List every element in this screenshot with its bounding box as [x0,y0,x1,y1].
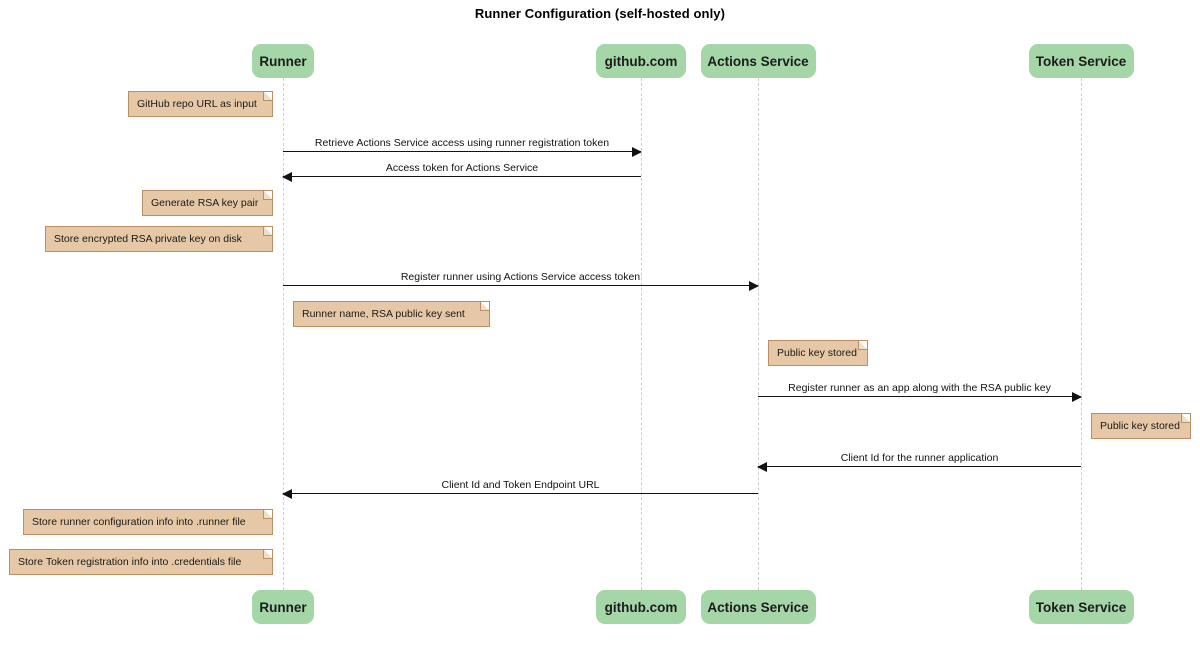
arrowhead-right-icon [1072,392,1082,402]
note-store-private: Store encrypted RSA private key on disk [45,226,273,252]
participant-label: Actions Service [707,53,809,69]
participant-actions-bottom[interactable]: Actions Service [700,590,816,624]
message-label: Register runner using Actions Service ac… [400,271,641,283]
note-pubkey-token: Public key stored [1091,413,1191,439]
note-repo-url: GitHub repo URL as input [128,91,273,117]
participant-label: github.com [604,599,678,615]
arrowhead-right-icon [632,147,642,157]
participant-label: Actions Service [707,599,809,615]
arrowhead-right-icon [749,281,759,291]
message-label: Register runner as an app along with the… [788,382,1051,394]
lifeline-github [641,78,642,590]
participant-token-top[interactable]: Token Service [1028,44,1134,78]
lifeline-runner [283,78,284,590]
note-fold-corner-icon [263,227,272,236]
note-runner-name: Runner name, RSA public key sent [293,301,490,327]
note-fold-corner-icon [480,302,489,311]
participant-token-bottom[interactable]: Token Service [1028,590,1134,624]
arrowhead-left-icon [757,462,767,472]
note-text: Runner name, RSA public key sent [302,308,465,320]
note-fold-corner-icon [263,191,272,200]
message-msg-register-runner: Register runner using Actions Service ac… [283,271,759,291]
message-label: Client Id and Token Endpoint URL [441,479,600,491]
message-msg-client-id: Client Id for the runner application [757,452,1081,472]
note-store-config: Store runner configuration info into .ru… [23,509,273,535]
note-text: Generate RSA key pair [151,197,259,209]
message-label: Client Id for the runner application [840,452,999,464]
message-label: Retrieve Actions Service access using ru… [314,137,610,149]
participant-runner-bottom[interactable]: Runner [252,590,314,624]
message-msg-register-app: Register runner as an app along with the… [758,382,1082,402]
message-msg-client-id-endpoint: Client Id and Token Endpoint URL [282,479,758,499]
lifeline-actions [758,78,759,590]
arrowhead-left-icon [282,172,292,182]
participant-label: Token Service [1035,599,1127,615]
page-title: Runner Configuration (self-hosted only) [474,6,726,21]
participant-github-top[interactable]: github.com [596,44,686,78]
note-fold-corner-icon [263,510,272,519]
note-text: Store runner configuration info into .ru… [32,516,246,528]
note-fold-corner-icon [858,341,867,350]
note-text: GitHub repo URL as input [137,98,257,110]
note-generate-rsa: Generate RSA key pair [142,190,273,216]
participant-label: Token Service [1035,53,1127,69]
participant-label: Runner [259,599,307,615]
note-fold-corner-icon [263,550,272,559]
participant-label: Runner [259,53,307,69]
note-store-token: Store Token registration info into .cred… [9,549,273,575]
note-text: Store Token registration info into .cred… [18,556,242,568]
message-label: Access token for Actions Service [385,162,539,174]
note-pubkey-actions: Public key stored [768,340,868,366]
note-fold-corner-icon [263,92,272,101]
note-text: Public key stored [777,347,857,359]
message-msg-retrieve-access: Retrieve Actions Service access using ru… [283,137,642,157]
message-msg-access-token: Access token for Actions Service [282,162,641,182]
participant-github-bottom[interactable]: github.com [596,590,686,624]
participant-actions-top[interactable]: Actions Service [700,44,816,78]
arrowhead-left-icon [282,489,292,499]
note-text: Public key stored [1100,420,1180,432]
participant-label: github.com [604,53,678,69]
note-fold-corner-icon [1181,414,1190,423]
lifeline-token [1081,78,1082,590]
participant-runner-top[interactable]: Runner [252,44,314,78]
note-text: Store encrypted RSA private key on disk [54,233,242,245]
